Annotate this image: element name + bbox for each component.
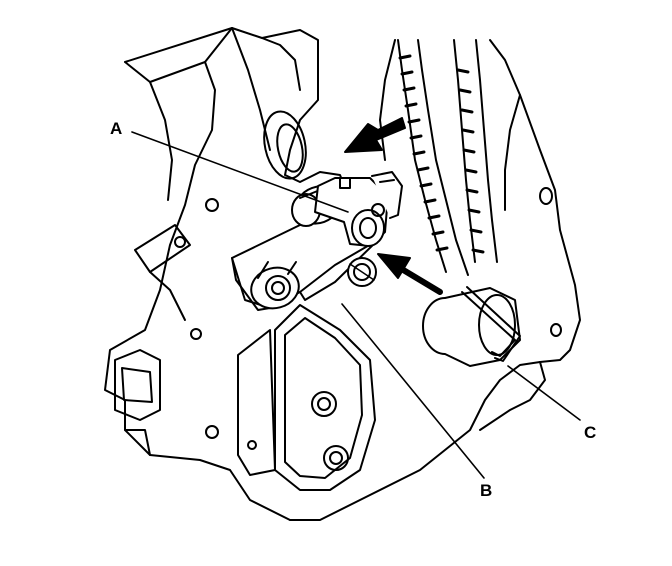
stopper-pin [422, 286, 521, 367]
insert-arrow [377, 253, 443, 295]
mount-bracket [237, 304, 376, 491]
leader-a [131, 131, 349, 213]
callout-b: B [480, 481, 493, 500]
tensioner-lever [314, 171, 403, 247]
belt-cover-housing [289, 39, 581, 521]
timing-belt [397, 39, 498, 276]
leader-c [507, 365, 581, 421]
leader-lines [131, 131, 581, 479]
direction-arrow-top [344, 117, 406, 153]
engine-block [104, 27, 349, 521]
callout-c: C [584, 423, 597, 442]
leader-b [341, 303, 485, 479]
callout-a: A [110, 119, 123, 138]
